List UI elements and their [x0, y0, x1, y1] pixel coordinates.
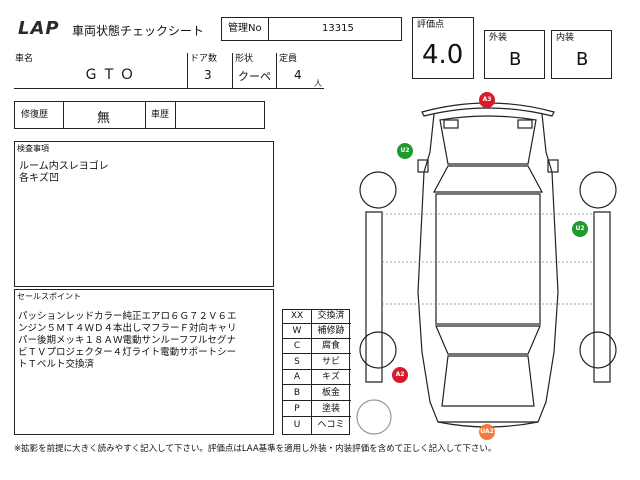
sales-line-1: パッションレッドカラー純正エアロ６Ｇ７２Ｖ６エ: [18, 311, 237, 322]
windshield-outline: [432, 165, 544, 193]
exterior-label: 外装: [489, 33, 508, 43]
legend-row: U ヘコミ: [283, 419, 351, 433]
rear-left-wheel: [359, 331, 397, 369]
interior-rating-box: 内装 B: [551, 30, 612, 79]
sales-points-box: セールスポイント パッションレッドカラー純正エアロ６Ｇ７２Ｖ６エ ンジン５ＭＴ４…: [14, 289, 274, 435]
right-mirror: [547, 159, 559, 173]
body-type-label: 形状: [235, 54, 254, 64]
spare-tire: [356, 399, 392, 435]
inspection-line-1: ルーム内スレヨゴレ: [19, 161, 109, 172]
damage-marker-rear-bumper: UA2: [479, 424, 495, 440]
repair-history-value: 無: [97, 111, 111, 126]
rear-right-wheel: [579, 331, 617, 369]
right-side-panel: [593, 211, 611, 383]
legend-code: U: [293, 420, 301, 430]
car-name-label: 車名: [15, 54, 34, 64]
legend-meaning: サビ: [321, 357, 340, 367]
footer-note: ※拡影を前提に大きく読みやすく記入して下さい。評価点はLAA基準を適用し外装・内…: [14, 444, 497, 454]
left-mirror: [417, 159, 429, 173]
control-number-value: 13315: [322, 23, 354, 34]
legend-meaning: 補修跡: [317, 326, 345, 336]
legend-meaning: キズ: [321, 372, 340, 382]
damage-marker-rear-left: A2: [392, 367, 408, 383]
interior-label: 内装: [556, 33, 575, 43]
score-value: 4.0: [422, 40, 464, 70]
left-headlight: [443, 119, 459, 129]
legend-code: B: [293, 388, 301, 398]
legend-row: XX 交換済: [283, 310, 351, 324]
damage-legend-table: XX 交換済 W 補修跡 C 腐食 S サビ A キズ B 板金 P 塗装 U …: [282, 309, 351, 435]
legend-code: A: [293, 372, 301, 382]
legend-meaning: 板金: [321, 388, 340, 398]
front-left-wheel: [359, 171, 397, 209]
sales-line-4: ビＴＶプロジェクター４灯ライト電動サポートシー: [18, 347, 237, 358]
legend-row: W 補修跡: [283, 325, 351, 339]
score-label: 評価点: [417, 20, 445, 30]
front-bumper-outline: [421, 102, 555, 117]
inspection-label: 検査事項: [17, 144, 49, 153]
inspection-line-2: 各キズ凹: [19, 173, 59, 184]
interior-value: B: [576, 49, 589, 70]
car-name-value: ＧＴＯ: [84, 67, 138, 83]
inspection-notes-box: 検査事項 ルーム内スレヨゴレ 各キズ凹: [14, 141, 274, 287]
exterior-rating-box: 外装 B: [484, 30, 545, 79]
right-headlight: [517, 119, 533, 129]
legend-code: XX: [290, 311, 304, 321]
capacity-label: 定員: [279, 54, 298, 64]
legend-code: C: [293, 341, 301, 351]
car-body-outline: [417, 113, 559, 423]
logo-text: LAP: [18, 18, 60, 39]
history-box: 修復歴 無 車歴: [14, 101, 265, 129]
legend-meaning: ヘコミ: [317, 420, 345, 430]
vehicle-history-label: 車歴: [151, 110, 170, 120]
damage-marker-right-side: U2: [572, 221, 588, 237]
legend-meaning: 塗装: [321, 404, 340, 414]
sales-line-3: パー後期メッキ１８ＡＷ電動サンルーフフルセグナ: [18, 335, 236, 346]
repair-history-label: 修復歴: [21, 110, 49, 120]
sales-line-5: トＴベルト交換済: [18, 359, 95, 370]
legend-code: P: [294, 404, 300, 414]
doors-value: 3: [204, 68, 212, 82]
rear-window-outline: [435, 325, 541, 355]
trunk-outline: [441, 355, 535, 407]
damage-marker-hood: A3: [479, 92, 495, 108]
sales-line-2: ンジン５ＭＴ４ＷＤ４本出しマフラーＦ対向キャリ: [18, 323, 237, 334]
legend-row: P 塗装: [283, 403, 351, 417]
capacity-unit: 人: [314, 79, 322, 88]
roof-outline: [435, 193, 541, 325]
legend-code: W: [292, 326, 302, 336]
body-type-value: クーペ: [238, 70, 271, 83]
damage-marker-front-left: U2: [397, 143, 413, 159]
legend-code: S: [294, 357, 300, 367]
capacity-value: 4: [294, 68, 302, 82]
exterior-value: B: [509, 49, 522, 70]
hood-outline: [439, 115, 537, 165]
legend-row: S サビ: [283, 356, 351, 370]
doors-label: ドア数: [190, 54, 218, 64]
legend-meaning: 腐食: [321, 341, 340, 351]
legend-row: B 板金: [283, 387, 351, 401]
sheet-title: 車両状態チェックシート: [72, 24, 205, 38]
sales-points-label: セールスポイント: [17, 292, 81, 301]
logo: LAP: [16, 18, 68, 40]
control-number-label: 管理No: [228, 23, 262, 34]
left-side-panel: [365, 211, 383, 383]
legend-row: A キズ: [283, 371, 351, 385]
control-number-box: 管理No 13315: [221, 17, 402, 41]
car-damage-diagram: [356, 102, 617, 435]
score-box: 評価点 4.0: [412, 17, 474, 79]
front-right-wheel: [579, 171, 617, 209]
legend-row: C 腐食: [283, 340, 351, 354]
vehicle-info-row: 車名 ＧＴＯ ドア数 3 形状 クーペ 定員 4 人: [14, 53, 324, 89]
legend-meaning: 交換済: [317, 311, 345, 321]
